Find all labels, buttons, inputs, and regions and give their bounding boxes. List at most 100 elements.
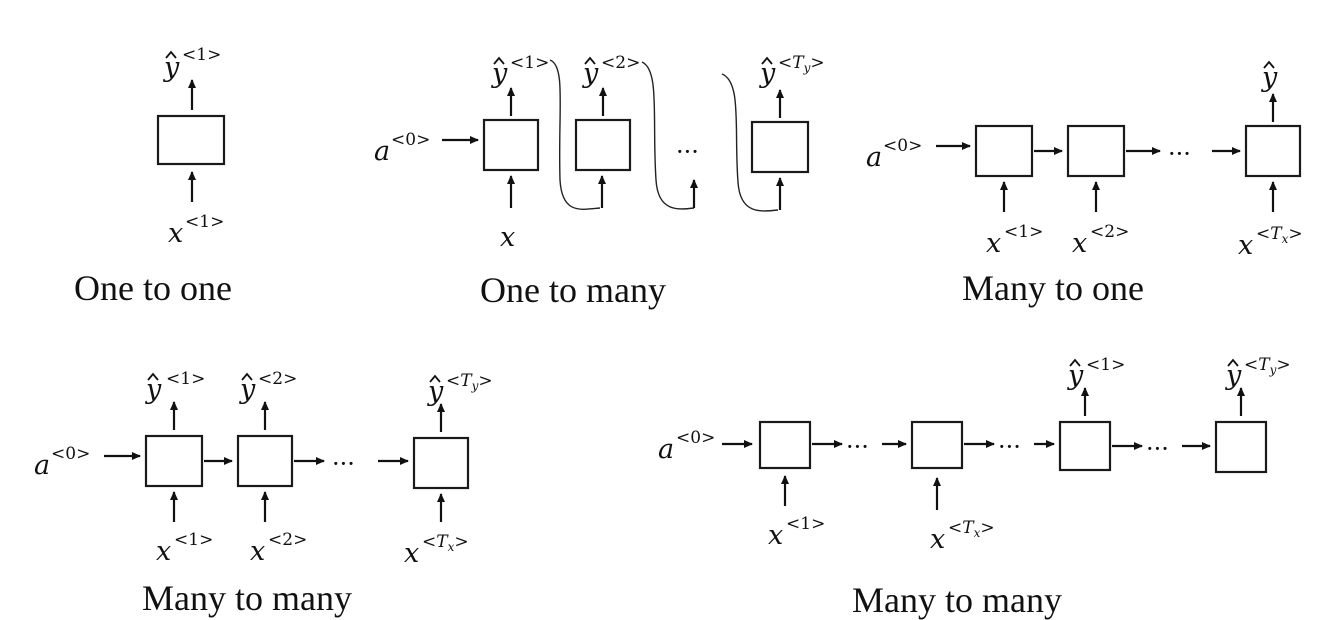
svg-text:<Tx>: <Tx> <box>422 532 469 554</box>
caption: Many to many <box>142 578 352 618</box>
output-label: y <1> <box>491 53 549 89</box>
svg-text:<2>: <2> <box>601 53 640 73</box>
svg-text:<1>: <1> <box>185 212 224 232</box>
input-label: x <1> <box>986 222 1043 259</box>
svg-text:y: y <box>491 58 508 89</box>
svg-text:<0>: <0> <box>51 444 90 464</box>
svg-text:y: y <box>145 374 162 405</box>
input-label: x <2> <box>250 530 307 567</box>
output-label: y <Ty> <box>427 371 493 407</box>
rnn-cell <box>144 434 204 488</box>
svg-text:a: a <box>866 142 882 173</box>
ellipsis: ··· <box>676 138 699 166</box>
svg-text:<Ty>: <Ty> <box>778 53 825 75</box>
svg-text:x: x <box>156 536 171 567</box>
svg-text:<Tx>: <Tx> <box>948 518 995 540</box>
initial-activation-label: a <0> <box>866 136 922 173</box>
rnn-cell <box>758 420 812 470</box>
rnn-cell <box>156 114 226 166</box>
svg-text:<1>: <1> <box>786 514 825 534</box>
panel-one-to-one: y <1> x <1> One to one <box>74 45 232 308</box>
svg-text:<2>: <2> <box>258 369 297 389</box>
initial-activation-label: a <0> <box>374 130 430 167</box>
svg-text:<1>: <1> <box>166 369 205 389</box>
caption: One to one <box>74 268 232 308</box>
svg-text:y: y <box>1067 360 1084 391</box>
svg-text:<2>: <2> <box>268 530 307 550</box>
rnn-cell <box>750 120 810 174</box>
rnn-cell <box>482 118 540 172</box>
svg-text:y: y <box>1261 62 1278 93</box>
rnn-cell <box>974 124 1034 178</box>
input-label: x <box>500 222 515 253</box>
output-label: y <1> <box>145 369 205 405</box>
output-label: y <2> <box>239 369 297 405</box>
ellipsis: ··· <box>1168 140 1191 168</box>
svg-text:<1>: <1> <box>510 53 549 73</box>
svg-text:y: y <box>759 58 776 89</box>
svg-text:<1>: <1> <box>1086 355 1125 375</box>
rnn-cell <box>412 436 470 490</box>
svg-text:y: y <box>1225 360 1242 391</box>
svg-text:x: x <box>168 218 183 249</box>
svg-text:<0>: <0> <box>391 130 430 150</box>
caption: Many to many <box>852 580 1062 620</box>
svg-text:x: x <box>986 228 1001 259</box>
output-label: y <1> <box>163 45 221 83</box>
svg-text:x: x <box>250 536 265 567</box>
panel-one-to-many: a <0> ··· y <1> y <2> y <Ty> x <box>374 53 825 310</box>
output-label: y <1> <box>1067 355 1125 391</box>
output-label: y <Ty> <box>759 53 825 89</box>
output-label: y <2> <box>582 53 640 89</box>
svg-text:y: y <box>582 58 599 89</box>
svg-text:y: y <box>239 374 256 405</box>
svg-text:<1>: <1> <box>182 45 221 65</box>
panel-many-to-one: a <0> ··· y x <1> x <2> x <Tx> Ma <box>866 60 1303 308</box>
svg-text:<1>: <1> <box>1004 222 1043 242</box>
panel-many-to-many-encoder-decoder: a <0> ··· ··· ··· x <1> x <Tx> y <1> <box>658 355 1291 620</box>
svg-text:<1>: <1> <box>174 530 213 550</box>
svg-text:x: x <box>404 538 419 569</box>
svg-text:x: x <box>930 524 945 555</box>
ellipsis: ··· <box>1146 435 1169 463</box>
rnn-cell <box>574 118 632 172</box>
svg-text:<0>: <0> <box>883 136 922 156</box>
rnn-cell <box>1214 420 1268 474</box>
rnn-cell <box>1066 124 1126 178</box>
svg-text:y: y <box>163 52 180 83</box>
rnn-cell <box>236 434 294 488</box>
ellipsis: ··· <box>332 450 355 478</box>
feedback-curve <box>721 73 779 212</box>
input-label: x <1> <box>156 530 213 567</box>
svg-text:y: y <box>427 376 444 407</box>
initial-activation-label: a <0> <box>658 428 715 465</box>
caption: Many to one <box>962 268 1144 308</box>
svg-text:x: x <box>768 520 783 551</box>
input-label: x <Tx> <box>930 518 995 555</box>
feedback-curve <box>641 61 695 210</box>
svg-text:<Tx>: <Tx> <box>1256 224 1303 246</box>
caption: One to many <box>480 270 666 310</box>
svg-text:x: x <box>1238 230 1253 261</box>
output-label: y <box>1261 60 1278 93</box>
rnn-cell <box>910 420 964 470</box>
svg-text:<0>: <0> <box>676 428 715 448</box>
initial-activation-label: a <0> <box>34 444 90 481</box>
input-label: x <Tx> <box>404 532 469 569</box>
svg-text:<2>: <2> <box>1090 222 1129 242</box>
svg-text:x: x <box>1072 228 1087 259</box>
output-label: y <Ty> <box>1225 355 1291 391</box>
svg-text:<Ty>: <Ty> <box>1244 355 1291 377</box>
ellipsis: ··· <box>846 433 869 461</box>
input-label: x <1> <box>168 212 224 249</box>
svg-text:a: a <box>374 136 390 167</box>
feedback-curve <box>549 59 601 210</box>
input-label: x <1> <box>768 514 825 551</box>
svg-text:<Ty>: <Ty> <box>446 371 493 393</box>
rnn-cell <box>1244 124 1302 178</box>
svg-text:a: a <box>658 434 674 465</box>
rnn-cell <box>1058 420 1112 472</box>
input-label: x <2> <box>1072 222 1129 259</box>
ellipsis: ··· <box>998 433 1021 461</box>
